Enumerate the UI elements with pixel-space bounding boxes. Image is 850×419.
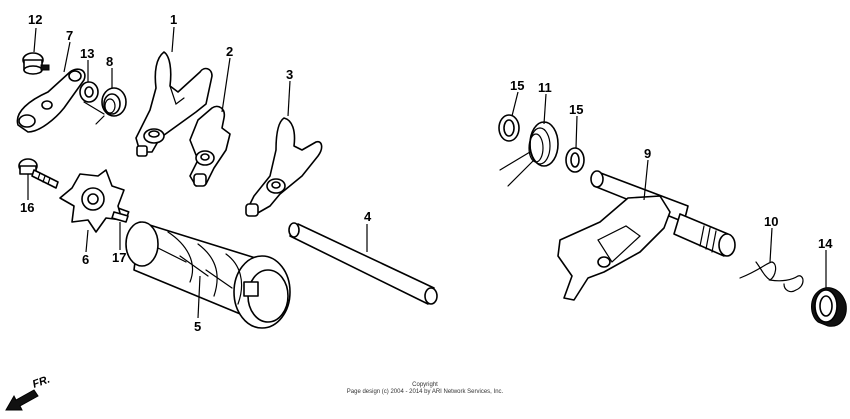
part-14-oil-seal[interactable]	[811, 287, 847, 327]
callout-2: 2	[226, 44, 233, 59]
part-12-bolt[interactable]	[22, 52, 50, 75]
callout-12: 12	[28, 12, 42, 27]
part-16-bolt[interactable]	[18, 158, 59, 189]
copyright-notice: Copyright Page design (c) 2004 - 2014 by…	[0, 382, 850, 396]
copyright-line: Page design (c) 2004 - 2014 by ARI Netwo…	[346, 389, 504, 395]
part-17-dowel-pin[interactable]	[111, 211, 129, 223]
part-15-circlip-left[interactable]	[498, 114, 520, 142]
part-5-shift-drum[interactable]	[116, 207, 291, 329]
part-8-spring[interactable]	[83, 87, 127, 125]
callout-3: 3	[286, 67, 293, 82]
callout-4: 4	[364, 209, 372, 224]
callout-10: 10	[764, 214, 778, 229]
front-label: FR.	[31, 373, 52, 390]
front-arrow-icon	[5, 389, 39, 411]
part-7-stopper-arm[interactable]	[16, 68, 86, 133]
part-10-spring-clip[interactable]	[739, 261, 804, 293]
part-6-drum-center[interactable]	[59, 169, 125, 233]
part-15-circlip-right[interactable]	[565, 147, 585, 173]
callout-14: 14	[818, 236, 833, 251]
callout-9: 9	[644, 146, 651, 161]
copyright-title: Copyright	[412, 382, 438, 388]
part-3-shift-fork[interactable]	[245, 117, 323, 217]
callout-16: 16	[20, 200, 34, 215]
part-13-washer[interactable]	[79, 81, 99, 103]
leader-lines	[27, 26, 827, 319]
callout-17: 17	[112, 250, 126, 265]
callout-1: 1	[170, 12, 177, 27]
part-1-shift-fork[interactable]	[135, 51, 213, 157]
callout-11: 11	[538, 80, 552, 95]
front-direction-indicator: FR.	[5, 373, 52, 411]
part-9-gearshift-spindle[interactable]	[557, 170, 736, 301]
callout-6: 6	[82, 252, 89, 267]
callout-5: 5	[194, 319, 201, 334]
part-2-shift-fork[interactable]	[189, 105, 231, 187]
callout-15-right: 15	[569, 102, 583, 117]
callout-labels: 1 2 3 4 5 6 7 8 9 10 11 12 13 14 15 15 1…	[20, 12, 833, 334]
callout-13: 13	[80, 46, 94, 61]
callout-15-left: 15	[510, 78, 524, 93]
callout-8: 8	[106, 54, 113, 69]
part-4-fork-shaft[interactable]	[288, 222, 438, 305]
callout-7: 7	[66, 28, 73, 43]
